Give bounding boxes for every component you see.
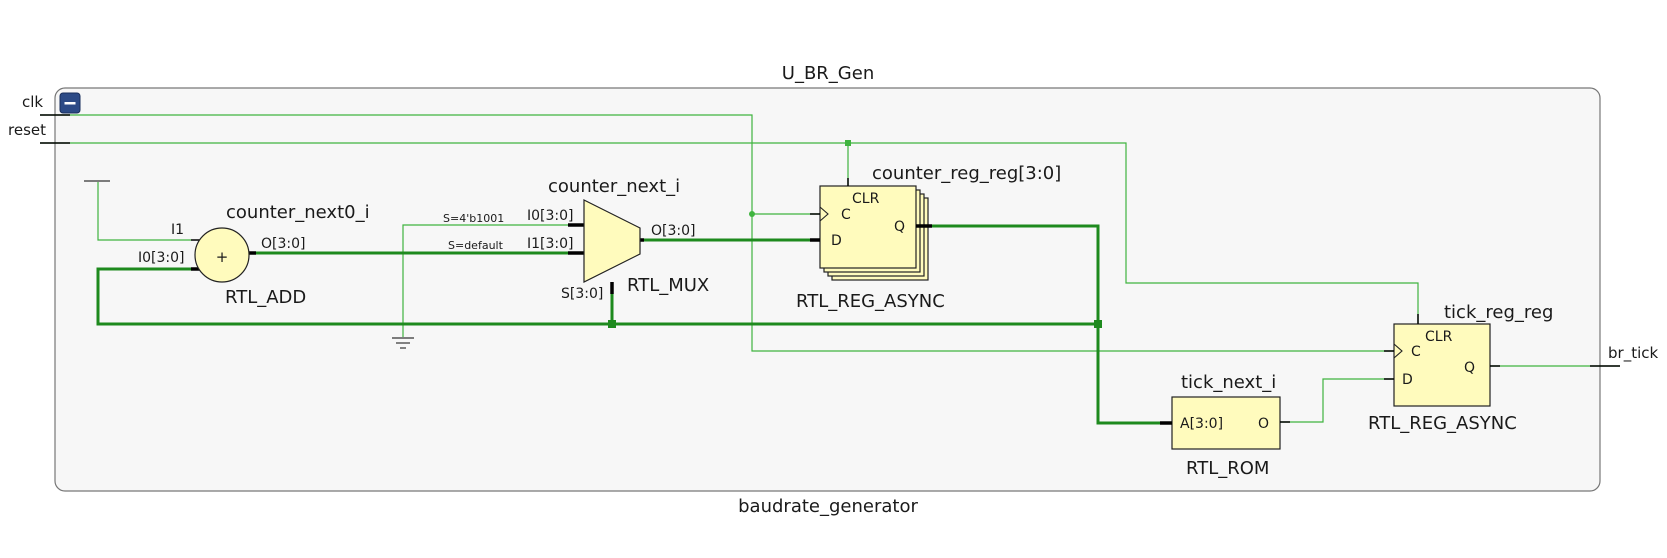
add-symbol: + (216, 248, 229, 266)
tick-reg-type: RTL_REG_ASYNC (1368, 413, 1517, 434)
tick-reg-name: tick_reg_reg (1444, 302, 1553, 323)
mux-type: RTL_MUX (627, 275, 709, 296)
mux-pin-s: S[3:0] (561, 286, 603, 302)
tick-rom-pin-o: O (1258, 416, 1269, 432)
sel-junction (608, 320, 616, 328)
clk-wire[interactable] (40, 114, 1394, 352)
port-br-tick[interactable]: br_tick (1608, 344, 1658, 363)
port-reset[interactable]: reset (8, 121, 46, 139)
minus-icon (64, 102, 76, 105)
counter-reg-pin-c: C (841, 207, 851, 223)
counter-reg-pin-clr: CLR (852, 191, 880, 207)
clk-junction (749, 211, 755, 217)
mux-name: counter_next_i (548, 176, 680, 197)
adder-type: RTL_ADD (225, 287, 306, 308)
counter-feedback-bus[interactable] (96, 267, 1098, 326)
reset-junction (845, 140, 851, 146)
mux-pin-i0: I0[3:0] (527, 208, 574, 224)
tick-reg-cell[interactable] (1384, 314, 1500, 407)
module-name: baudrate_generator (738, 496, 918, 517)
adder-name: counter_next0_i (226, 202, 370, 223)
reset-wire[interactable] (40, 142, 1419, 323)
tick-rom-name: tick_next_i (1181, 372, 1276, 393)
counter-reg-pin-q: Q (894, 219, 905, 235)
clock-edge-icon (819, 206, 829, 222)
module-frame[interactable] (54, 87, 1601, 492)
tick-reg-pin-c: C (1411, 344, 1421, 360)
port-clk[interactable]: clk (22, 93, 43, 111)
const-one-wire[interactable] (97, 182, 191, 241)
const-1001-wire[interactable] (402, 224, 570, 337)
module-instance-name: U_BR_Gen (782, 63, 874, 84)
counter-reg-pin-d: D (831, 233, 842, 249)
tick-next-wire[interactable] (1279, 378, 1394, 423)
adder-pin-i1: I1 (171, 222, 184, 238)
feedback-junction (1094, 320, 1102, 328)
mux-cell[interactable] (568, 199, 644, 294)
ground-icon (392, 337, 414, 349)
mux-pin-i1: I1[3:0] (527, 236, 574, 252)
tick-reg-pin-d: D (1402, 372, 1413, 388)
adder-cell[interactable]: + (191, 227, 256, 283)
clock-edge-icon (1393, 343, 1403, 359)
mux-cond-1: S=default (448, 239, 504, 252)
counter-reg-cell[interactable] (810, 178, 932, 281)
counter-reg-name: counter_reg_reg[3:0] (872, 163, 1061, 184)
tick-rom-pin-a: A[3:0] (1180, 416, 1223, 432)
tick-reg-pin-q: Q (1464, 360, 1475, 376)
adder-pin-o: O[3:0] (261, 236, 305, 252)
collapse-button[interactable] (59, 92, 81, 114)
counter-reg-type: RTL_REG_ASYNC (796, 291, 945, 312)
tick-rom-type: RTL_ROM (1186, 458, 1269, 479)
adder-pin-i0: I0[3:0] (138, 250, 185, 266)
mux-pin-o: O[3:0] (651, 223, 695, 239)
tick-reg-pin-clr: CLR (1425, 329, 1453, 345)
tick-rom-cell[interactable] (1160, 396, 1290, 450)
mux-cond-0: S=4'b1001 (443, 212, 504, 225)
